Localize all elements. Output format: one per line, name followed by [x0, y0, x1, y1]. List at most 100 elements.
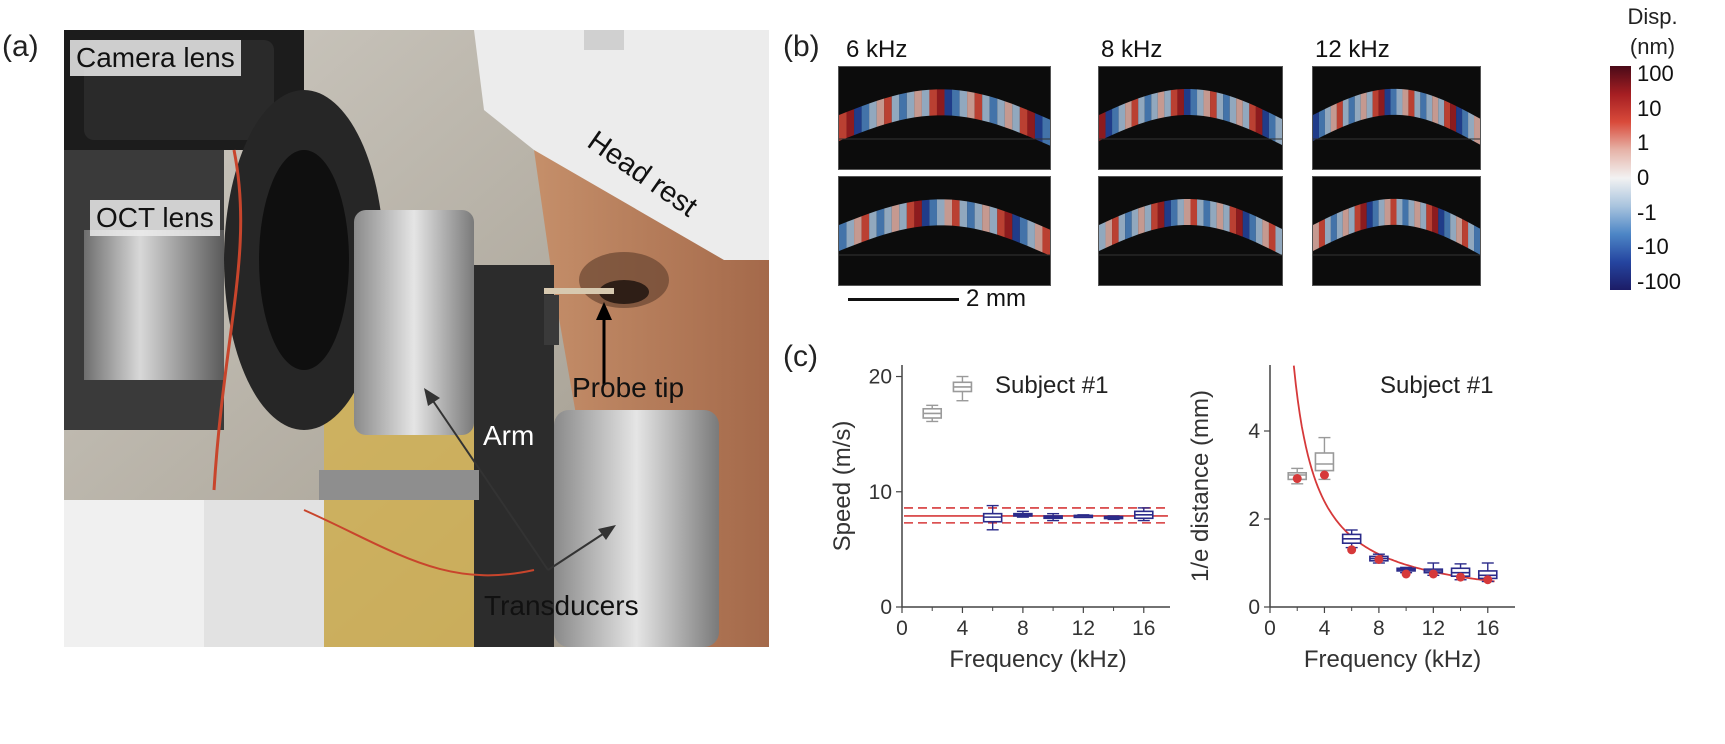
oct-tissue-band [967, 91, 975, 119]
oct-tissue-band [1042, 226, 1050, 256]
oct-tissue-band [974, 92, 983, 121]
oct-tissue-band [1354, 94, 1361, 123]
oct-tissue-band [1456, 106, 1463, 136]
oct-tissue-band [1414, 200, 1421, 229]
oct-tissue-band [854, 216, 862, 246]
panel-a-label: (a) [2, 30, 39, 63]
oct-tissue-band [1336, 210, 1343, 240]
oct-tissue-band [899, 92, 907, 121]
oct-image-12khz-top [1312, 66, 1481, 170]
oct-tissue-band [854, 106, 862, 136]
oct-image-6khz-bottom [838, 176, 1051, 286]
y-tick-label: 10 [869, 481, 892, 504]
oct-tissue-band [1144, 204, 1152, 233]
oct-tissue-band [1177, 89, 1184, 116]
measured-point [1401, 569, 1411, 579]
oct-tissue-band [906, 201, 915, 229]
oct-tissue-band [1027, 219, 1035, 250]
oct-tissue-band [839, 222, 847, 251]
oct-tissue-band [1105, 109, 1113, 139]
frequency-label-8khz: 8 kHz [1101, 36, 1163, 63]
oct-tissue-band [1444, 210, 1451, 240]
x-tick-label: 8 [1373, 617, 1385, 640]
oct-tissue-band [1330, 103, 1337, 133]
y-tick-label: 20 [869, 366, 892, 389]
colorbar-tick-label: 100 [1637, 61, 1674, 86]
oct-image-8khz-top [1098, 66, 1283, 170]
y-tick-label: 0 [1248, 596, 1260, 619]
oct-tissue-band [959, 200, 968, 228]
oct-tissue-band [1197, 89, 1204, 117]
oct-tissue-band [982, 204, 990, 233]
oct-tissue-band [1318, 219, 1325, 248]
oct-tissue-band [1372, 90, 1379, 118]
x-axis-label: Frequency (kHz) [1304, 646, 1481, 673]
oct-tissue-band [1125, 210, 1132, 240]
oct-tissue-band [1402, 199, 1409, 226]
displacement-colorbar [1610, 66, 1631, 290]
oct-tissue-band [1164, 90, 1171, 118]
oct-tissue-band [1432, 95, 1439, 124]
oct-tissue-band [952, 199, 960, 227]
oct-tissue-band [1236, 208, 1243, 237]
oct-tissue-band [869, 210, 877, 240]
oct-tissue-band [1372, 200, 1379, 228]
oct-tissue-band [1125, 100, 1132, 130]
oct-tissue-band [914, 200, 922, 228]
oct-tissue-band [1236, 98, 1243, 127]
oct-tissue-band [1210, 91, 1217, 119]
oct-tissue-band [1249, 103, 1256, 133]
oct-tissue-band [861, 213, 870, 243]
oct-tissue-band [1426, 203, 1433, 232]
oct-tissue-band [1118, 213, 1126, 243]
oct-tissue-band [921, 89, 930, 117]
chart-title: Subject #1 [1380, 372, 1493, 399]
panel-b-label: (b) [783, 30, 820, 63]
oct-tissue-band [1426, 93, 1433, 122]
oct-tissue-band [982, 94, 990, 123]
oct-tissue-band [1318, 109, 1325, 138]
oct-tissue-band [1151, 202, 1158, 231]
x-tick-label: 12 [1072, 617, 1095, 640]
oct-tissue-band [1262, 109, 1269, 139]
oct-tissue-band [1348, 96, 1355, 125]
oct-tissue-band [1170, 89, 1178, 117]
box-plot-14khz [1103, 515, 1124, 521]
oct-tissue-band [944, 89, 953, 116]
oct-tissue-band [1216, 202, 1224, 231]
oct-tissue-band [929, 89, 937, 116]
oct-tissue-band [1210, 201, 1217, 229]
oct-tissue-band [1170, 199, 1178, 227]
oct-tissue-band [1144, 94, 1152, 123]
frequency-label-6khz: 6 kHz [846, 36, 908, 63]
oct-tissue-band [1474, 225, 1480, 255]
oct-tissue-band [1216, 92, 1224, 121]
oct-tissue-band [1438, 207, 1445, 237]
colorbar-title: Disp. (nm) [1610, 4, 1695, 60]
oct-tissue-band [1390, 88, 1397, 115]
box-plot-10khz [1043, 512, 1063, 522]
x-tick-label: 12 [1422, 617, 1445, 640]
oct-tissue-band [1313, 221, 1319, 251]
setup-photo-drawing [64, 30, 769, 647]
box-plot-8khz [1013, 510, 1033, 518]
measured-point [1483, 575, 1493, 585]
oct-tissue-band [1268, 222, 1276, 252]
oct-tissue-band [1131, 208, 1139, 237]
oct-tissue-band [906, 91, 915, 119]
oct-tissue-band [1112, 216, 1119, 246]
x-tick-label: 16 [1476, 617, 1499, 640]
oct-tissue-band [869, 100, 877, 130]
x-tick-label: 0 [896, 617, 908, 640]
oct-tissue-band [1131, 98, 1139, 127]
oct-tissue-band [1324, 216, 1331, 246]
oct-tissue-band [1027, 109, 1035, 140]
oct-tissue-band [1354, 204, 1361, 233]
x-axis-label: Frequency (kHz) [949, 646, 1126, 673]
oct-tissue-band [1042, 116, 1050, 146]
oct-tissue-band [884, 96, 892, 125]
oct-image-6khz-top [838, 66, 1051, 170]
oct-tissue-band [1012, 213, 1020, 243]
probe-tip-label: Probe tip [572, 372, 685, 403]
